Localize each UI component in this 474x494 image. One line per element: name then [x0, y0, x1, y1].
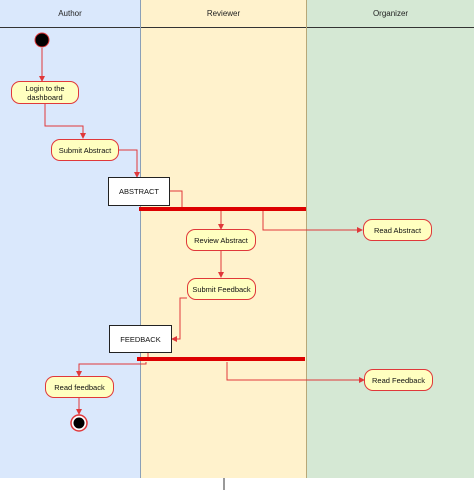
fork-bar — [139, 207, 306, 211]
object-feedback: FEEDBACK — [109, 325, 172, 353]
lane-reviewer-header: Reviewer — [141, 0, 306, 28]
join-bar — [137, 357, 305, 361]
activity-read-abstract: Read Abstract — [363, 219, 432, 241]
object-abstract: ABSTRACT — [108, 177, 170, 206]
activity-login: Login to the dashboard — [11, 81, 79, 104]
lane-author: Author — [0, 0, 141, 478]
activity-review-abstract: Review Abstract — [186, 229, 256, 251]
activity-submit-abstract: Submit Abstract — [51, 139, 119, 161]
lane-author-header: Author — [0, 0, 140, 28]
lane-organizer-header: Organizer — [307, 0, 474, 28]
activity-read-feedback-author: Read feedback — [45, 376, 114, 398]
activity-read-feedback-organizer: Read Feedback — [364, 369, 433, 391]
activity-submit-feedback: Submit Feedback — [187, 278, 256, 300]
